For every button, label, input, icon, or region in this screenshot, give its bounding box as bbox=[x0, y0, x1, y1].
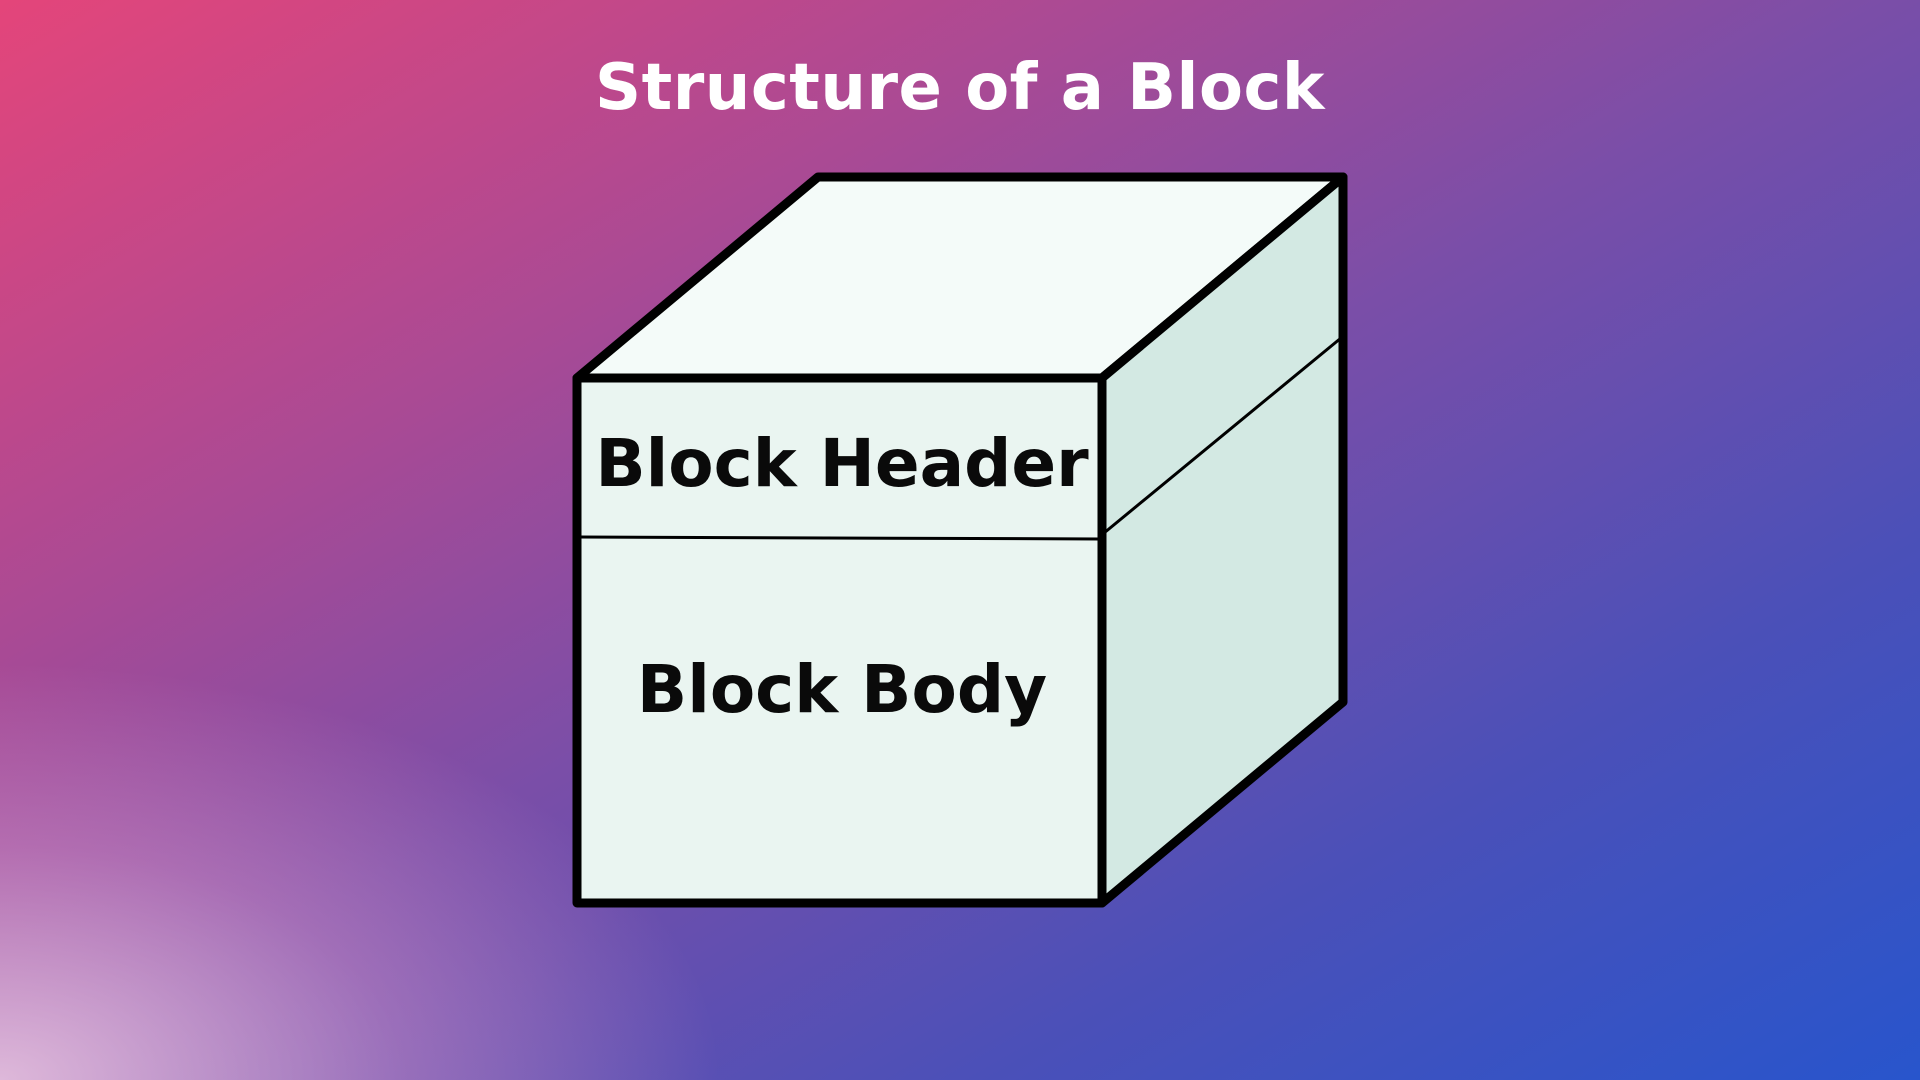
cube-front-face bbox=[572, 373, 1107, 908]
header-divider-front bbox=[578, 535, 1101, 541]
diagram-title: Structure of a Block bbox=[595, 51, 1325, 125]
block-body-label: Block Body bbox=[637, 651, 1047, 728]
header-divider-side bbox=[1103, 336, 1342, 535]
block-header-label: Block Header bbox=[595, 425, 1089, 502]
